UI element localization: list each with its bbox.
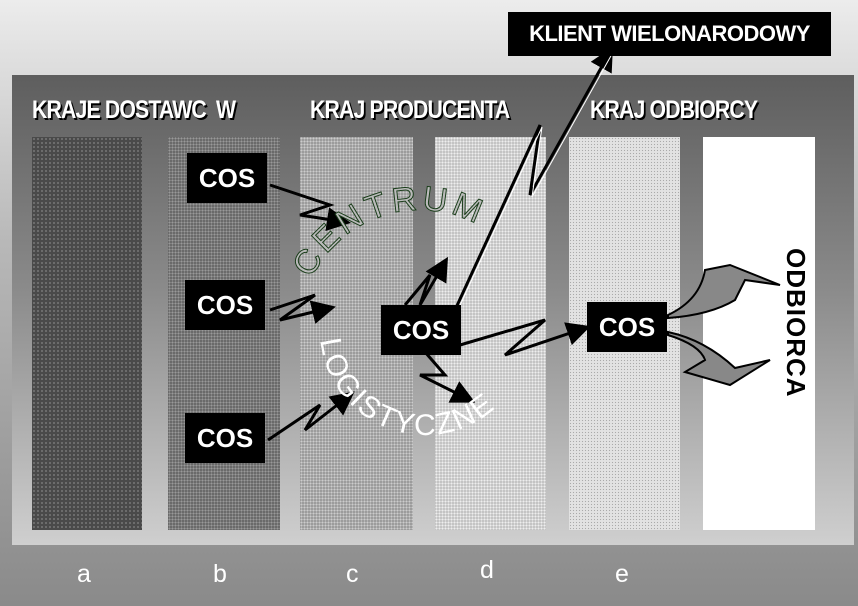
arrow-center-down xyxy=(419,351,476,403)
column-label-c: c xyxy=(346,560,359,588)
arrow-to-recipient-bottom xyxy=(667,330,771,387)
column-label-b: b xyxy=(213,560,227,588)
arrow-s1-center xyxy=(269,183,351,232)
column-label-e: e xyxy=(615,560,629,588)
header-suppliers: KRAJE DOSTAWC W xyxy=(32,96,236,124)
centrum-label: CENTRUM xyxy=(285,179,491,282)
column-a xyxy=(32,137,142,530)
arrow-center-up xyxy=(403,256,449,306)
arrow-to-recipient-top xyxy=(667,263,781,320)
arrow-to-klient xyxy=(453,46,613,311)
node-supplier-3: COS xyxy=(185,413,265,463)
header-recipient-country: KRAJ ODBIORCY xyxy=(590,96,758,124)
column-recipient xyxy=(703,137,815,530)
node-center: COS xyxy=(381,305,461,355)
recipient-label: ODBIORCA xyxy=(781,248,811,398)
arrow-s2-center xyxy=(269,293,336,324)
arrow-center-distributor xyxy=(459,318,591,357)
klient-box: KLIENT WIELONARODOWY xyxy=(508,12,831,56)
header-producer: KRAJ PRODUCENTA xyxy=(310,96,510,124)
arrow-s3-center xyxy=(267,391,355,442)
node-supplier-2: COS xyxy=(185,280,265,330)
column-label-a: a xyxy=(77,560,91,588)
node-distributor: COS xyxy=(587,302,667,352)
node-supplier-1: COS xyxy=(187,153,267,203)
column-label-d: d xyxy=(480,556,494,584)
